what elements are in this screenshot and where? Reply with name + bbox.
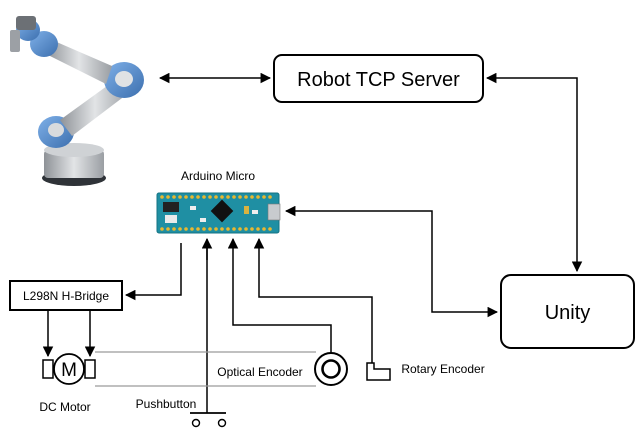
pushbutton-label: Pushbutton [136,397,197,411]
unity-box [500,274,635,349]
h-bridge-label: L298N H-Bridge [23,289,109,303]
dc-motor-icon: M [42,353,96,385]
link-tcp-server-unity [485,72,583,273]
unity-label: Unity [545,302,591,324]
link-arduino-unity [284,205,499,318]
dc-motor-label: DC Motor [39,400,90,414]
rotary-encoder-label: Rotary Encoder [401,362,484,376]
arduino-micro-label: Arduino Micro [181,169,255,183]
motor-shaft-lines [95,351,316,387]
arduino-micro-board-icon [156,192,281,234]
motor-symbol-label: M [61,360,77,381]
pushbutton-icon [190,243,227,428]
rotary-encoder-icon [366,362,391,381]
robot-arm-icon [10,16,144,186]
robot-tcp-server-label: Robot TCP Server [297,69,460,91]
optical-encoder-icon [314,352,348,386]
connection-lines [42,72,583,363]
link-optical-encoder-arduino [227,237,332,353]
h-bridge-box [9,280,123,311]
robot-tcp-server-box [273,54,484,103]
optical-encoder-label: Optical Encoder [217,365,302,379]
link-rotary-encoder-arduino [253,237,373,363]
link-arduino-hbridge [124,243,182,301]
